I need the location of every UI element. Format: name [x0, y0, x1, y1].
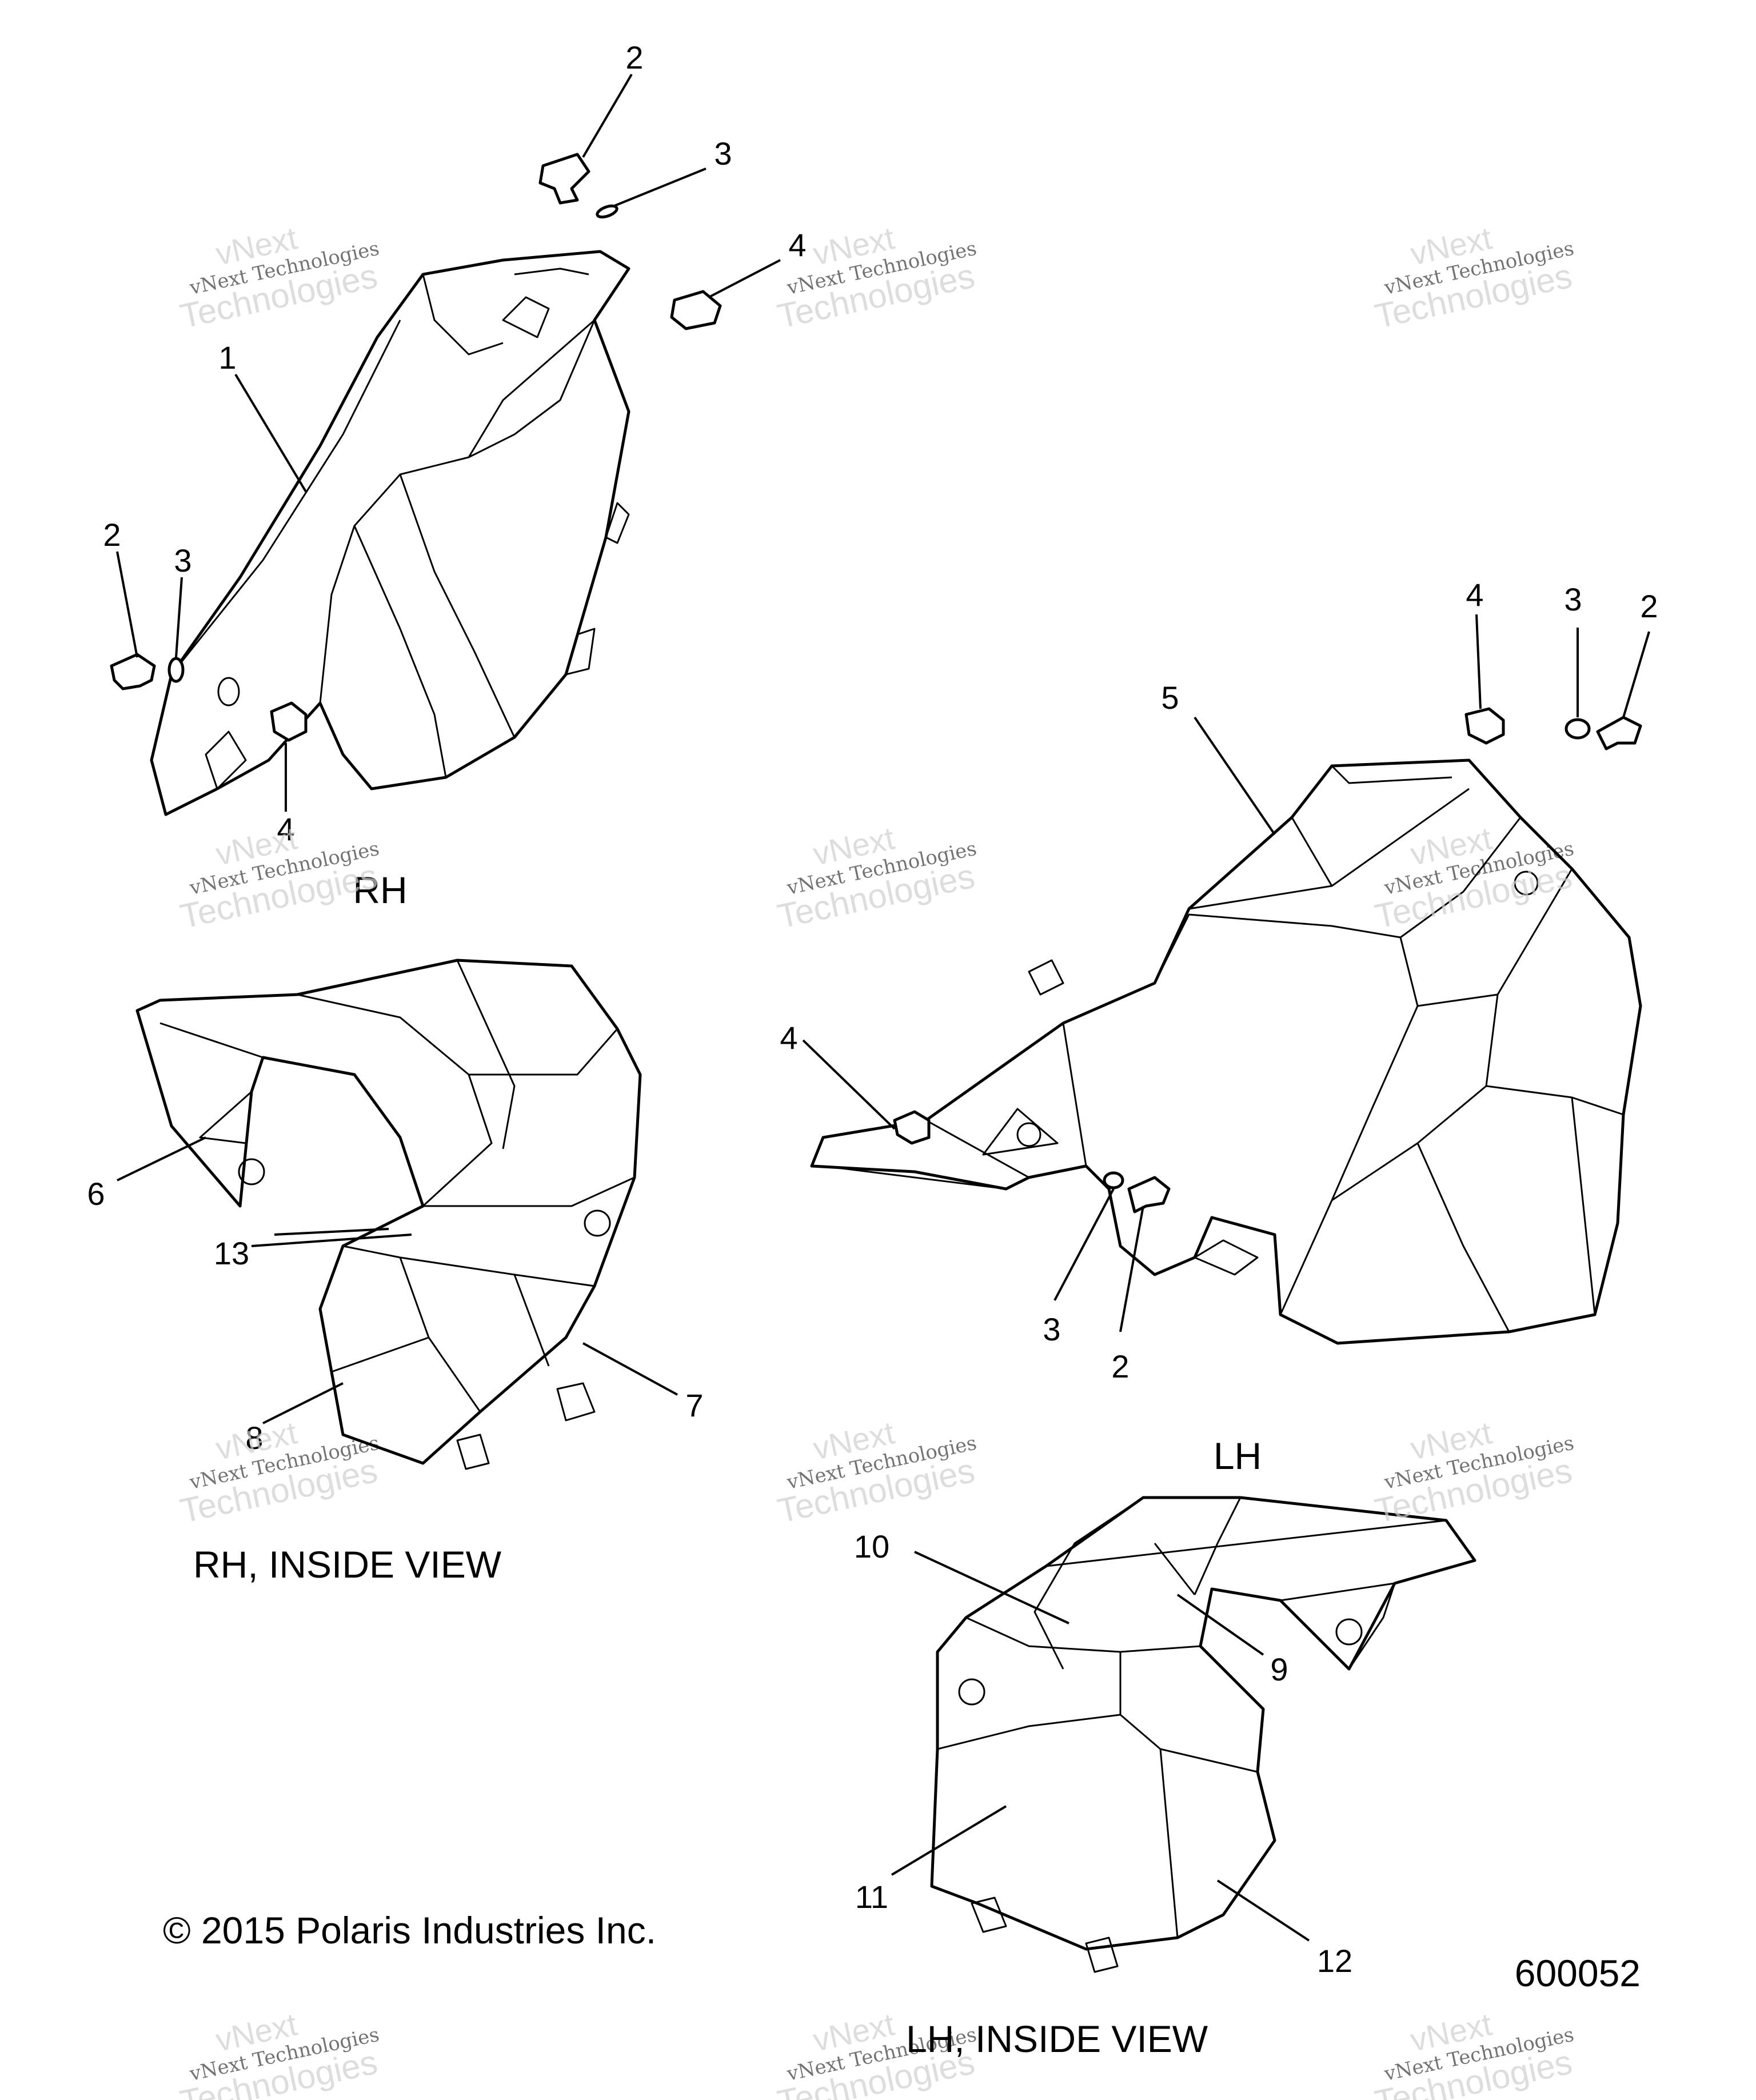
- callout-12: 12: [1317, 1943, 1352, 1979]
- copyright-notice: © 2015 Polaris Industries Inc.: [163, 1909, 656, 1951]
- callout-2-top: 2: [625, 39, 643, 75]
- callout-3-rh: 3: [174, 542, 191, 578]
- part-2-fastener-lh-top: [1596, 716, 1642, 750]
- diagram-number: 600052: [1515, 1952, 1641, 1994]
- part-4-grommet-rh-top: [670, 290, 722, 330]
- view-label-lh: LH: [1214, 1435, 1262, 1477]
- callout-4-top: 4: [788, 227, 806, 263]
- watermark-bottom-right: vNext vNext Technologies Technologies: [1371, 2006, 1576, 2100]
- watermark-lower-right: vNext vNext Technologies Technologies: [1371, 1414, 1576, 1530]
- view-label-rh: RH: [353, 869, 407, 911]
- callout-7: 7: [685, 1387, 703, 1423]
- part-1-rh-fender: [150, 250, 630, 816]
- leader-lines: [116, 73, 1650, 1942]
- callout-3-lh-top: 3: [1564, 581, 1582, 617]
- part-2-fastener-lh-mid: [1127, 1176, 1171, 1213]
- part-2-fastener-rh-left: [110, 653, 156, 690]
- callout-4-lh-mid: 4: [780, 1020, 797, 1056]
- callout-5: 5: [1161, 680, 1179, 716]
- watermark-lower-middle: vNext vNext Technologies Technologies: [774, 1414, 979, 1530]
- callout-labels: 2 3 4 1 2 3 4 4 3 2 5 4 3 2 6 13 7 8 10 …: [87, 39, 1658, 1979]
- callout-3-lh-mid: 3: [1043, 1311, 1060, 1347]
- rh-inside-view-assembly: [135, 959, 642, 1470]
- view-label-lh-inside: LH, INSIDE VIEW: [906, 2018, 1208, 2060]
- watermark-bottom-left: vNext vNext Technologies Technologies: [177, 2006, 381, 2100]
- callout-2-lh-top: 2: [1640, 588, 1658, 624]
- callout-9: 9: [1270, 1651, 1288, 1687]
- part-3-washer-lh-top: [1565, 718, 1591, 740]
- callout-1: 1: [218, 340, 236, 376]
- part-3-washer-rh-left: [167, 657, 185, 683]
- callout-6: 6: [87, 1176, 105, 1212]
- watermark-bottom-middle: vNext vNext Technologies Technologies: [774, 2006, 979, 2100]
- part-4-grommet-lh-mid: [893, 1110, 931, 1145]
- watermark-top-left: vNext vNext Technologies Technologies: [177, 219, 381, 336]
- view-label-rh-inside: RH, INSIDE VIEW: [193, 1543, 502, 1586]
- callout-2-rh: 2: [103, 517, 121, 553]
- callout-11: 11: [855, 1879, 888, 1915]
- part-5-lh-fender: [810, 758, 1642, 1345]
- watermark-top-middle: vNext vNext Technologies Technologies: [774, 219, 979, 336]
- watermark-top-right: vNext vNext Technologies Technologies: [1371, 219, 1576, 336]
- part-4-grommet-rh-left: [270, 701, 308, 742]
- watermark-mid-middle: vNext vNext Technologies Technologies: [774, 820, 979, 936]
- callout-4-lh-top: 4: [1466, 577, 1483, 613]
- callout-4-rh: 4: [277, 811, 294, 847]
- callout-10: 10: [854, 1528, 889, 1564]
- lh-inside-view-assembly: [930, 1496, 1476, 1973]
- part-2-fastener-rh-top: [538, 153, 590, 205]
- callout-8: 8: [245, 1420, 263, 1456]
- part-3-washer-rh-top: [596, 204, 618, 219]
- part-4-grommet-lh-top: [1464, 707, 1505, 745]
- watermark-mid-left: vNext vNext Technologies Technologies: [177, 820, 381, 936]
- callout-13: 13: [214, 1235, 249, 1271]
- callout-2-lh-mid: 2: [1111, 1348, 1129, 1384]
- view-labels: RH LH RH, INSIDE VIEW LH, INSIDE VIEW © …: [163, 869, 1641, 2060]
- part-3-washer-lh-mid: [1103, 1171, 1124, 1189]
- callout-3-top: 3: [714, 135, 732, 171]
